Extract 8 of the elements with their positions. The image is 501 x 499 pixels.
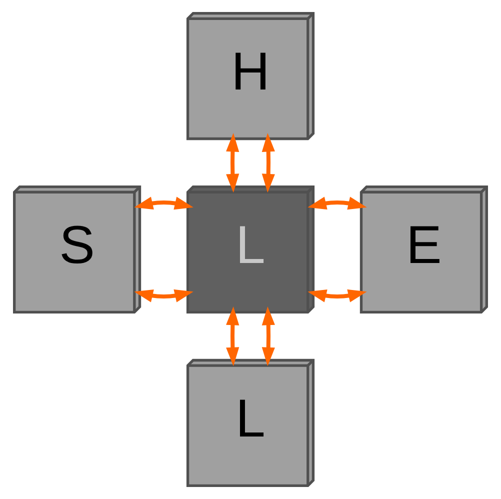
arrow: [134, 196, 194, 210]
arrow: [134, 289, 194, 302]
arrow: [262, 306, 275, 366]
arrow: [262, 132, 275, 193]
arrow: [308, 196, 367, 210]
arrow: [226, 306, 240, 366]
arrow: [226, 132, 240, 193]
arrow: [308, 289, 367, 302]
